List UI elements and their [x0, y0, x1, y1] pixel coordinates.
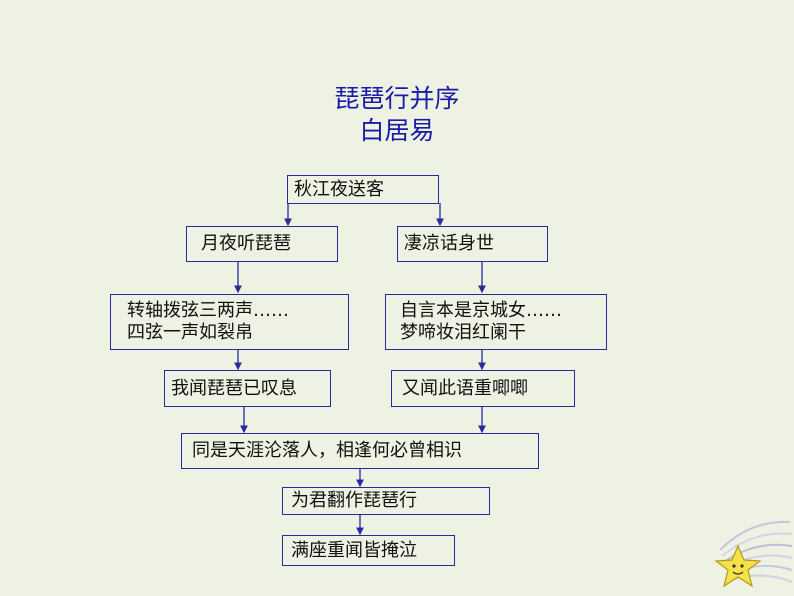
node-right-1: 凄凉话身世 [397, 226, 548, 262]
node-left-3: 我闻琵琶已叹息 [164, 370, 331, 407]
node-right-3: 又闻此语重唧唧 [391, 370, 575, 407]
node-left-2-line1: 转轴拨弦三两声…… [127, 300, 289, 321]
poem-title: 琵琶行并序 [334, 84, 460, 113]
node-bottom-2: 满座重闻皆掩泣 [282, 535, 455, 566]
node-root: 秋江夜送客 [287, 175, 439, 204]
node-left-2-line2: 四弦一声如裂帛 [127, 322, 253, 343]
node-right-2: 自言本是京城女…… 梦啼妆泪红阑干 [385, 294, 607, 350]
node-left-1: 月夜听琵琶 [186, 226, 338, 262]
node-bottom-1: 为君翻作琵琶行 [282, 487, 490, 515]
node-right-2-line1: 自言本是京城女…… [400, 300, 562, 321]
node-left-2: 转轴拨弦三两声…… 四弦一声如裂帛 [110, 294, 349, 350]
star-decoration-icon [714, 520, 793, 588]
node-merge: 同是天涯沦落人，相逢何必曾相识 [181, 433, 539, 469]
node-right-2-line2: 梦啼妆泪红阑干 [400, 322, 526, 343]
poem-author: 白居易 [359, 116, 435, 145]
